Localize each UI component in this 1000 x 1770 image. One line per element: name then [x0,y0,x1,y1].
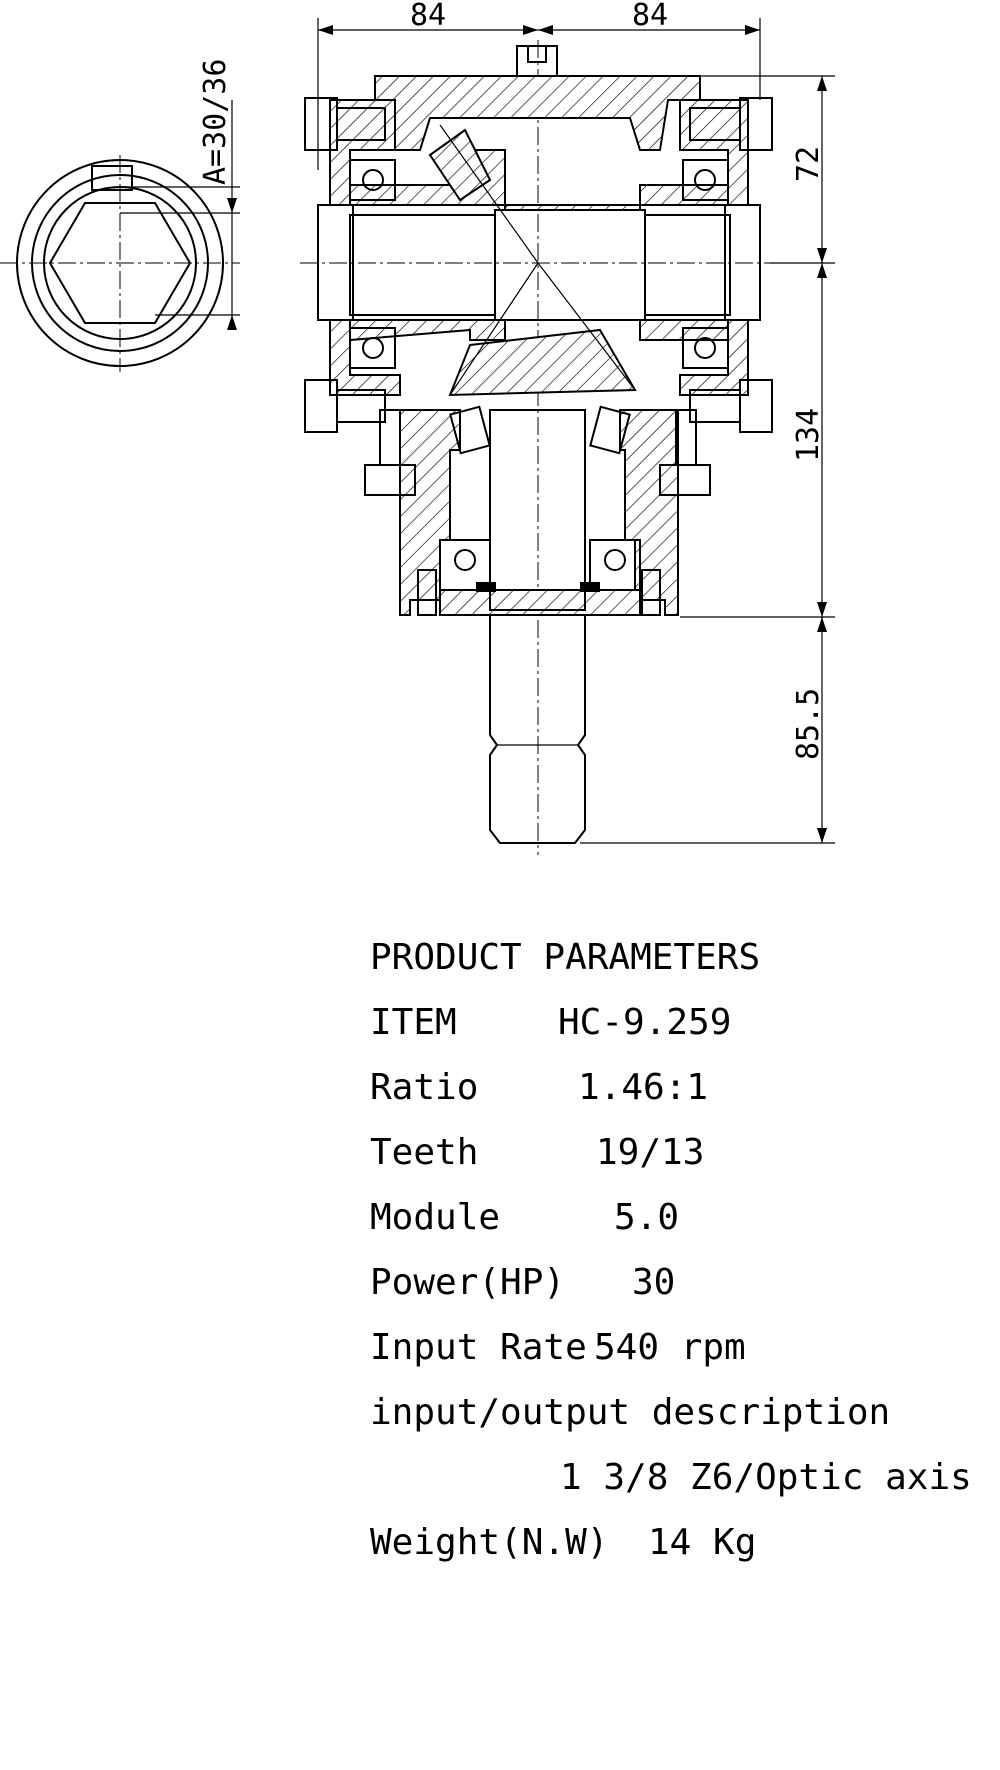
top-dimensions: 84 84 [317,0,761,170]
bolt-lower-left [304,379,386,433]
param-value: 1.46:1 [578,1067,709,1108]
param-label: ITEM [370,1002,457,1043]
param-label: Module [370,1197,501,1238]
param-row-ratio: Ratio 1.46:1 [370,1055,990,1120]
param-value: 30 [632,1262,676,1303]
gearbox-cross-section-drawing: A=30/36 84 84 72 134 85.5 [0,0,835,855]
right-dimensions: 72 134 85.5 [580,75,835,844]
param-value: 540 rpm [594,1327,746,1368]
param-row-input-rate: Input Rate 540 rpm [370,1315,990,1380]
shaft-end-view: A=30/36 [0,59,240,372]
param-label: input/output description [370,1392,891,1433]
param-row-weight: Weight(N.W) 14 Kg [370,1510,990,1575]
dim-height-72: 72 [791,146,826,182]
param-row-io-value: 1 3/8 Z6/Optic axis [370,1445,990,1510]
parameters-heading-text: PRODUCT PARAMETERS [370,937,761,978]
param-value: 5.0 [614,1197,680,1238]
param-label: Power(HP) [370,1262,566,1303]
shaft-size-label: A=30/36 [198,59,233,185]
dim-right-width: 84 [632,0,668,33]
param-label: Teeth [370,1132,479,1173]
dim-height-85-5: 85.5 [791,688,826,760]
gearbox-housing [300,40,780,855]
bolt-lower-right [689,379,773,433]
param-label: Ratio [370,1067,479,1108]
param-row-module: Module 5.0 [370,1185,990,1250]
bolt-upper-left [304,97,386,151]
param-value: 1 3/8 Z6/Optic axis [560,1457,972,1498]
param-row-io-description: input/output description [370,1380,990,1445]
param-row-item: ITEM HC-9.259 [370,990,990,1055]
param-value: 19/13 [596,1132,705,1173]
bolt-upper-right [689,97,773,151]
param-value: HC-9.259 [558,1002,732,1043]
dim-height-134: 134 [791,408,826,462]
param-label: Weight(N.W) [370,1522,609,1563]
param-value: 14 Kg [648,1522,757,1563]
dim-left-width: 84 [410,0,446,33]
param-row-teeth: Teeth 19/13 [370,1120,990,1185]
parameters-heading: PRODUCT PARAMETERS [370,925,990,990]
product-parameters-table: PRODUCT PARAMETERS ITEM HC-9.259 Ratio 1… [370,925,990,1575]
param-row-power: Power(HP) 30 [370,1250,990,1315]
param-label: Input Rate [370,1327,587,1368]
